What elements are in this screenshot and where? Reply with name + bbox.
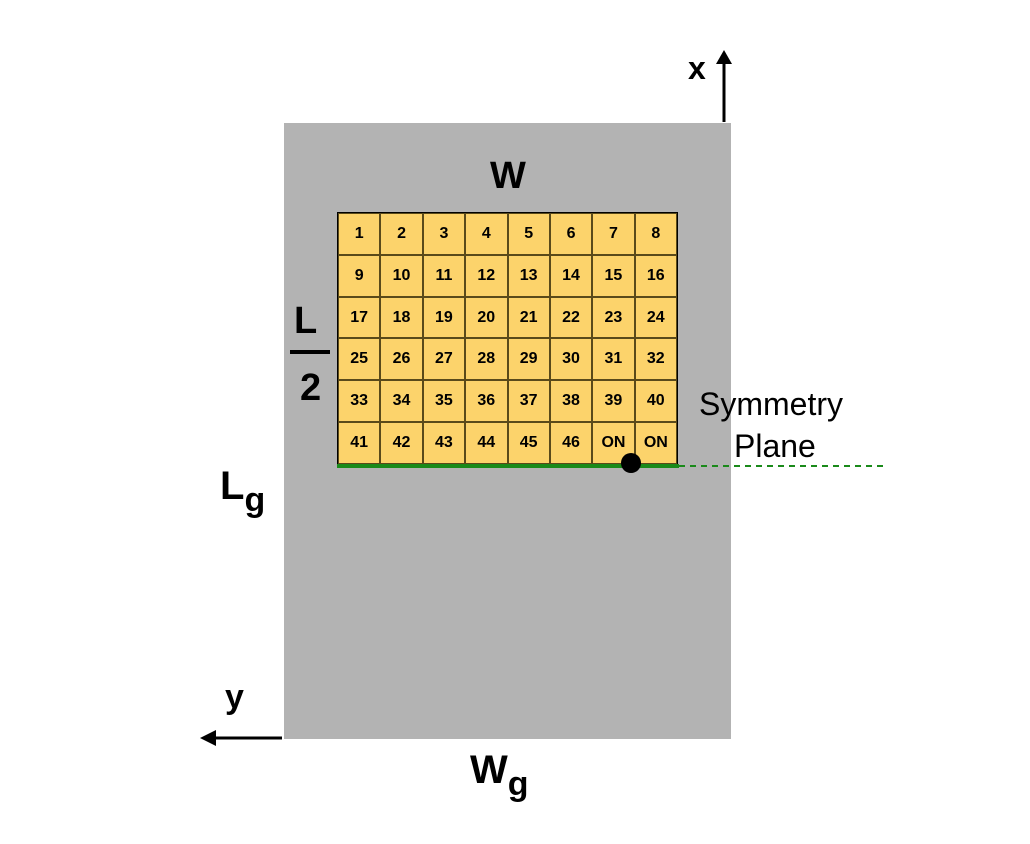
y-axis-arrowhead-icon <box>200 730 216 746</box>
grid-cell: 2 <box>380 213 423 255</box>
grid-cell: 1 <box>338 213 381 255</box>
grid-cell: 3 <box>422 213 466 255</box>
feed-point-dot <box>621 453 641 473</box>
grid-cell: 11 <box>422 254 466 297</box>
patch-width-label: W <box>490 155 526 197</box>
grid-cell: 9 <box>338 254 381 297</box>
grid-cell: 13 <box>507 254 550 297</box>
grid-cell: 41 <box>338 422 381 464</box>
grid-cell: ON <box>634 422 677 464</box>
ground-width-label: Wg <box>470 748 529 803</box>
grid-cell: 32 <box>634 338 677 381</box>
grid-cell: 44 <box>465 422 508 464</box>
grid-cell: 19 <box>422 296 466 339</box>
ground-length-subscript: g <box>244 481 266 519</box>
grid-cell: 14 <box>549 254 593 297</box>
grid-cell: 10 <box>380 254 423 297</box>
grid-cell: 29 <box>507 338 550 381</box>
grid-cell: 12 <box>465 254 508 297</box>
grid-cell: 38 <box>549 380 593 423</box>
patch-length-numerator: L <box>294 300 318 342</box>
y-axis-label: y <box>225 678 244 716</box>
grid-cell: 4 <box>465 213 508 255</box>
grid-cell: 31 <box>592 338 635 381</box>
grid-cell: 36 <box>465 380 508 423</box>
grid-cell: 15 <box>592 254 635 297</box>
grid-cell: 40 <box>634 380 677 423</box>
grid-cell: 16 <box>634 254 677 297</box>
grid-cell: 42 <box>380 422 423 464</box>
grid-cell: 26 <box>380 338 423 381</box>
grid-cell: 21 <box>507 296 550 339</box>
symmetry-plane-label-line1: Symmetry <box>699 386 843 422</box>
patch-length-denominator: 2 <box>300 367 322 409</box>
grid-cell: 17 <box>338 296 381 339</box>
grid-cell: 7 <box>592 213 635 255</box>
grid-cell: 20 <box>465 296 508 339</box>
grid-cell: 6 <box>549 213 593 255</box>
fraction-bar <box>290 350 330 354</box>
grid-cell: 23 <box>592 296 635 339</box>
grid-cell: ON <box>592 422 635 464</box>
ground-length-label: Lg <box>220 464 265 519</box>
grid-cell: 28 <box>465 338 508 381</box>
grid-cell: 24 <box>634 296 677 339</box>
x-axis-arrowhead-icon <box>716 50 732 64</box>
grid-cell: 35 <box>422 380 466 423</box>
grid-cell: 8 <box>634 213 677 255</box>
grid-cell: 34 <box>380 380 423 423</box>
grid-cell: 46 <box>549 422 593 464</box>
grid-cell: 5 <box>507 213 550 255</box>
grid-cell: 43 <box>422 422 466 464</box>
grid-cell: 25 <box>338 338 381 381</box>
ground-width-subscript: g <box>507 765 529 803</box>
grid-cell: 33 <box>338 380 381 423</box>
grid-cell: 37 <box>507 380 550 423</box>
symmetry-plane-label-line2: Plane <box>734 428 816 464</box>
ground-width-main: W <box>470 748 508 792</box>
ground-length-main: L <box>220 464 245 508</box>
grid-cell: 27 <box>422 338 466 381</box>
grid-cell: 45 <box>507 422 550 464</box>
grid-cell: 22 <box>549 296 593 339</box>
x-axis-label: x <box>688 50 706 86</box>
grid-cell: 39 <box>592 380 635 423</box>
grid-cell: 30 <box>549 338 593 381</box>
grid-cell: 18 <box>380 296 423 339</box>
